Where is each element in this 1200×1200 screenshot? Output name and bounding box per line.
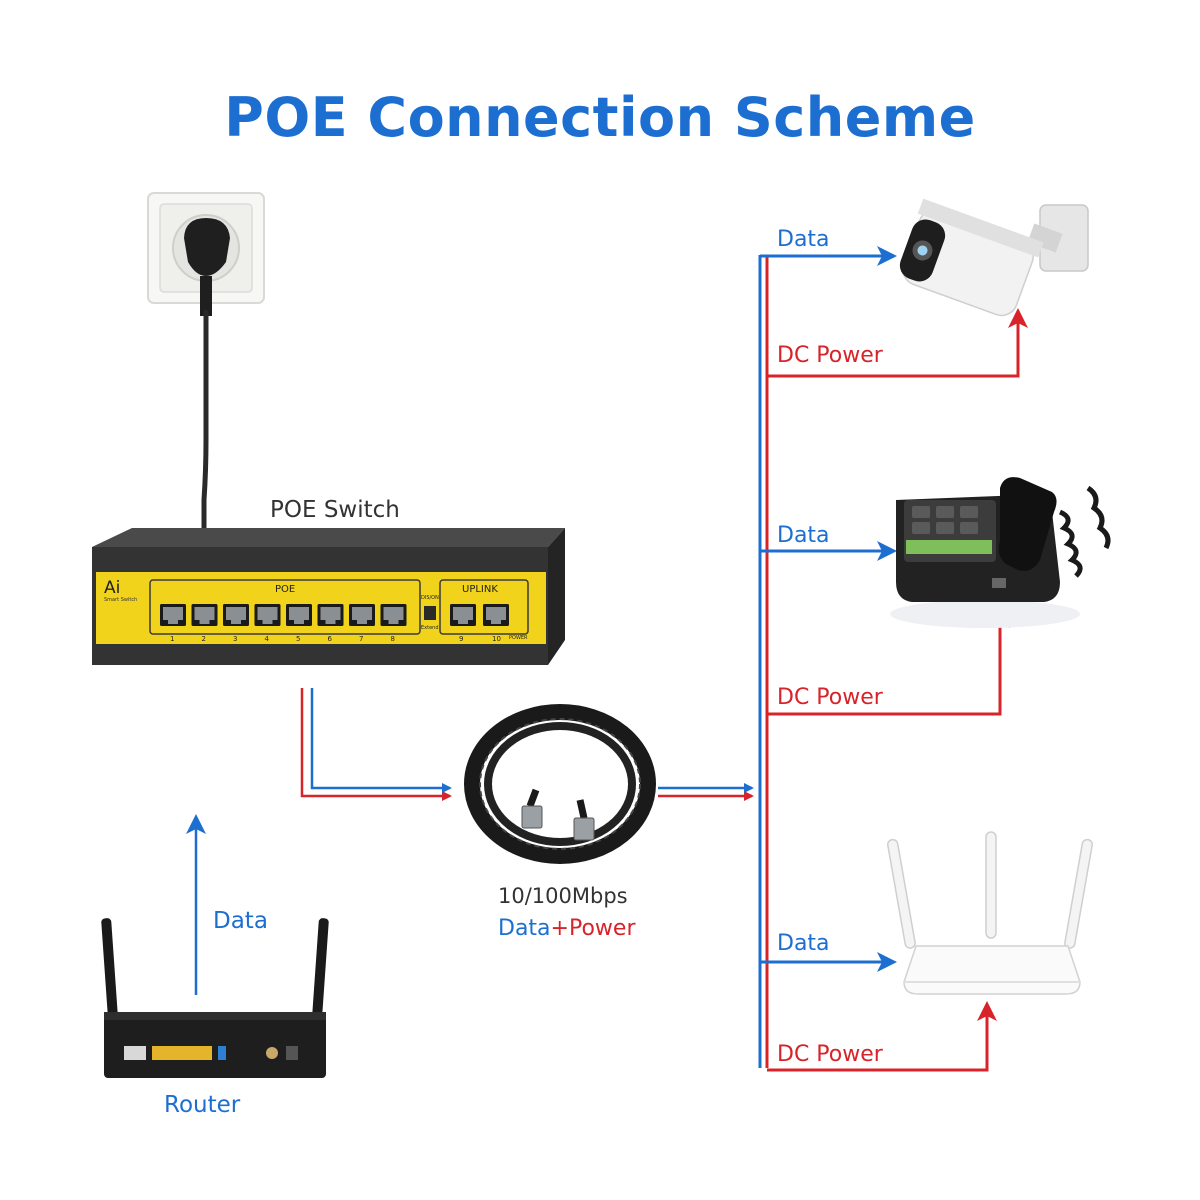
- cable-plus-sign: +: [550, 916, 569, 941]
- poe-port-4: [254, 604, 281, 626]
- network-cable-icon: [464, 704, 656, 864]
- port-number-10: 10: [492, 635, 501, 643]
- poe-switch-device: [92, 528, 565, 665]
- port-number-5: 5: [296, 635, 301, 643]
- camera-power-line: [767, 308, 1028, 378]
- mode-switch-label: DIS/ON: [421, 595, 439, 601]
- switch-brand: Ai: [104, 578, 121, 598]
- phone-device: [890, 477, 1111, 628]
- bus-lines: [758, 255, 769, 1068]
- extend-label: Extend: [421, 625, 439, 631]
- port-number-4: 4: [264, 635, 269, 643]
- port-number-3: 3: [233, 635, 238, 643]
- poe-port-7: [349, 604, 375, 626]
- router-data-label: Data: [213, 908, 268, 934]
- port-number-1: 1: [170, 635, 175, 643]
- switch-to-cable-lines: [300, 688, 754, 801]
- phone-power-line: [767, 608, 1010, 716]
- cable-speed-label: 10/100Mbps: [498, 884, 628, 908]
- router-device: [101, 918, 329, 1078]
- poe-port-1: [160, 604, 186, 626]
- poe-port-5: [286, 604, 312, 626]
- poe-group-label: POE: [272, 585, 299, 595]
- uplink-port-10: [483, 604, 509, 626]
- wifi-power-label: DC Power: [777, 1042, 883, 1067]
- camera-data-label: Data: [777, 227, 830, 252]
- switch-label: POE Switch: [270, 497, 400, 523]
- cable-power-label: Power: [568, 916, 636, 941]
- phone-power-label: DC Power: [777, 685, 883, 710]
- cable-caption: Data+Power: [498, 918, 635, 940]
- port-number-8: 8: [390, 635, 395, 643]
- poe-port-3: [223, 604, 249, 626]
- router-label: Router: [164, 1092, 241, 1118]
- camera-device: [899, 198, 1089, 317]
- power-led-label: POWER: [509, 635, 528, 641]
- wifi-data-label: Data: [777, 931, 830, 956]
- wifi-router-device: [887, 831, 1093, 995]
- port-number-6: 6: [327, 635, 332, 643]
- poe-port-8: [380, 604, 407, 626]
- switch-ports: [160, 604, 407, 626]
- page-title: POE Connection Scheme: [224, 86, 976, 149]
- cable-data-label: Data: [498, 916, 551, 941]
- wifi-power-line: [767, 1001, 997, 1072]
- phone-data-label: Data: [777, 523, 830, 548]
- camera-power-label: DC Power: [777, 343, 883, 368]
- uplink-port-9: [450, 604, 476, 626]
- poe-port-2: [191, 604, 218, 626]
- device-branch-lines: [760, 246, 1028, 1072]
- poe-port-6: [317, 604, 344, 626]
- uplink-ports: [450, 604, 509, 626]
- uplink-group-label: UPLINK: [459, 585, 501, 595]
- port-number-7: 7: [359, 635, 364, 643]
- power-cord: [201, 310, 209, 535]
- wall-socket-icon: [147, 192, 265, 316]
- port-number-9: 9: [459, 635, 464, 643]
- switch-brand-sub: Smart Switch: [104, 597, 138, 603]
- port-number-2: 2: [201, 635, 206, 643]
